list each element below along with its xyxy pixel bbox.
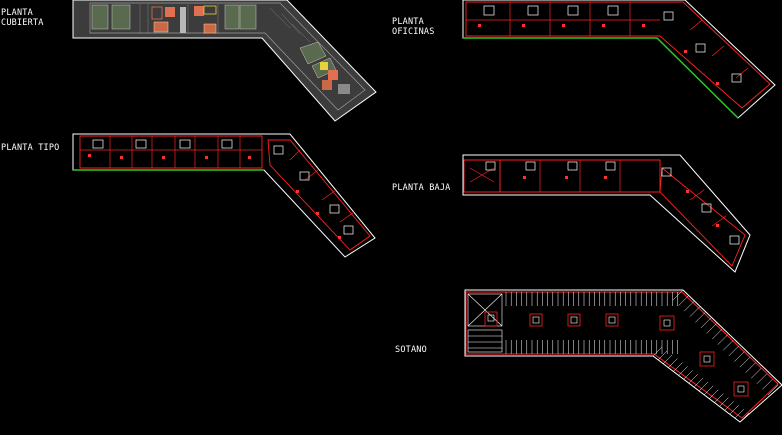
tipo-fixture-dots [88, 154, 341, 239]
sotano-parking-stalls-top [505, 289, 779, 396]
parking-stall-line [739, 356, 751, 368]
baja-walls [469, 160, 727, 227]
parking-stall-line [688, 373, 699, 384]
parking-stall-line [711, 328, 723, 340]
parking-stall-line [703, 385, 714, 396]
parking-stall-line [728, 345, 740, 357]
parking-stall-line [751, 368, 762, 379]
roof-green-panels [91, 4, 337, 79]
parking-stall-line [678, 366, 688, 376]
parking-stall-line [652, 346, 663, 357]
parking-stall-line [668, 358, 678, 368]
baja-fixture-dots [523, 176, 719, 227]
oficinas-stair-icons [483, 5, 742, 83]
sotano-core-icons [487, 314, 745, 393]
parking-stall-line [672, 289, 684, 301]
label-sotano: SOTANO [395, 345, 427, 355]
parking-stall-line [678, 295, 689, 306]
parking-stall-line [767, 384, 779, 396]
parking-stall-line [700, 317, 712, 329]
parking-stall-line [734, 351, 745, 362]
parking-stall-line [724, 401, 734, 411]
parking-stall-line [756, 373, 768, 385]
parking-stall-line [739, 412, 750, 423]
parking-stall-line [663, 354, 673, 364]
plan-cubierta [72, 0, 377, 122]
parking-stall-line [717, 334, 728, 345]
label-planta-oficinas: PLANTA OFICINAS [392, 17, 435, 37]
parking-stall-line [734, 408, 745, 419]
parking-stall-line [698, 381, 709, 392]
label-planta-baja: PLANTA BAJA [392, 183, 451, 193]
roof-equipment [151, 5, 350, 94]
parking-stall-line [693, 377, 704, 388]
parking-stall-line [706, 323, 717, 334]
label-planta-tipo: PLANTA TIPO [1, 143, 60, 153]
baja-stair-icons [485, 161, 740, 245]
parking-stall-line [714, 393, 724, 403]
sotano-parking-stalls-bottom [505, 340, 750, 423]
parking-stall-line [683, 370, 693, 380]
parking-stall-line [723, 340, 734, 351]
parking-stall-line [762, 379, 773, 390]
roof-hatch-lines [139, 4, 311, 43]
sotano-ramp [467, 293, 503, 353]
parking-stall-line [657, 350, 668, 361]
parking-stall-line [719, 397, 729, 407]
plan-sotano [464, 289, 782, 423]
plan-oficinas [462, 0, 776, 119]
oficinas-fixture-dots [478, 24, 719, 85]
parking-stall-line [683, 300, 695, 312]
sotano-cores [484, 311, 749, 397]
oficinas-walls [466, 2, 749, 79]
parking-stall-line [745, 362, 756, 373]
plan-tipo [72, 133, 376, 258]
tipo-unit-walls [80, 136, 355, 223]
plan-baja [462, 154, 751, 273]
label-planta-cubierta: PLANTA CUBIERTA [1, 8, 44, 28]
parking-stall-line [695, 312, 706, 323]
tipo-stair-icons [92, 139, 354, 235]
parking-stall-line [673, 362, 683, 372]
parking-stall-line [689, 306, 700, 317]
parking-stall-line [709, 389, 719, 399]
parking-stall-line [729, 405, 739, 415]
